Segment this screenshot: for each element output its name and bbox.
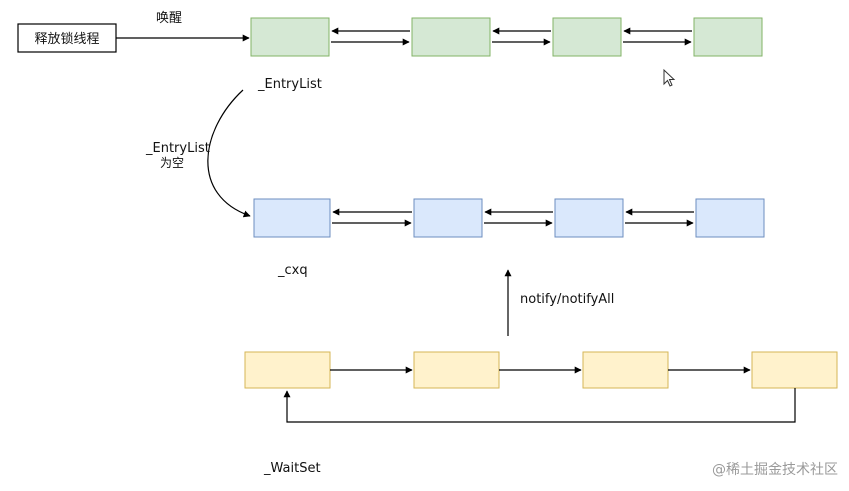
cxq-row [253,198,765,238]
entry-list-node [552,17,622,57]
wait-set-node [582,351,669,389]
cxq-node [413,198,483,238]
transfer-label-line1: _EntryList [145,141,210,156]
transfer-label-line2: 为空 [160,156,184,170]
mouse-pointer-icon [663,68,676,87]
release-lock-thread-label: 释放锁线程 [34,31,99,47]
notify-label: notify/notifyAll [520,292,614,307]
wait-set-node [751,351,838,389]
cxq-label: _cxq [277,263,308,278]
wake-label: 唤醒 [156,11,182,26]
release-lock-thread-box: 释放锁线程 [17,23,117,53]
cxq-node [695,198,765,238]
entrylist-empty-arrow [207,89,251,218]
entry-list-node [693,17,763,57]
cxq-node [253,198,331,238]
entry-list-node [250,17,330,57]
entry-list-label: _EntryList [257,77,322,92]
wait-set-loop-arrow [283,388,796,423]
wait-set-node [244,351,331,389]
wait-set-label: _WaitSet [263,461,321,476]
entry-list-node [411,17,491,57]
entry-list-row [250,17,763,57]
wait-set-node [413,351,500,389]
wait-set-row [244,351,838,423]
cxq-node [554,198,624,238]
watermark: @稀土掘金技术社区 [712,462,838,478]
